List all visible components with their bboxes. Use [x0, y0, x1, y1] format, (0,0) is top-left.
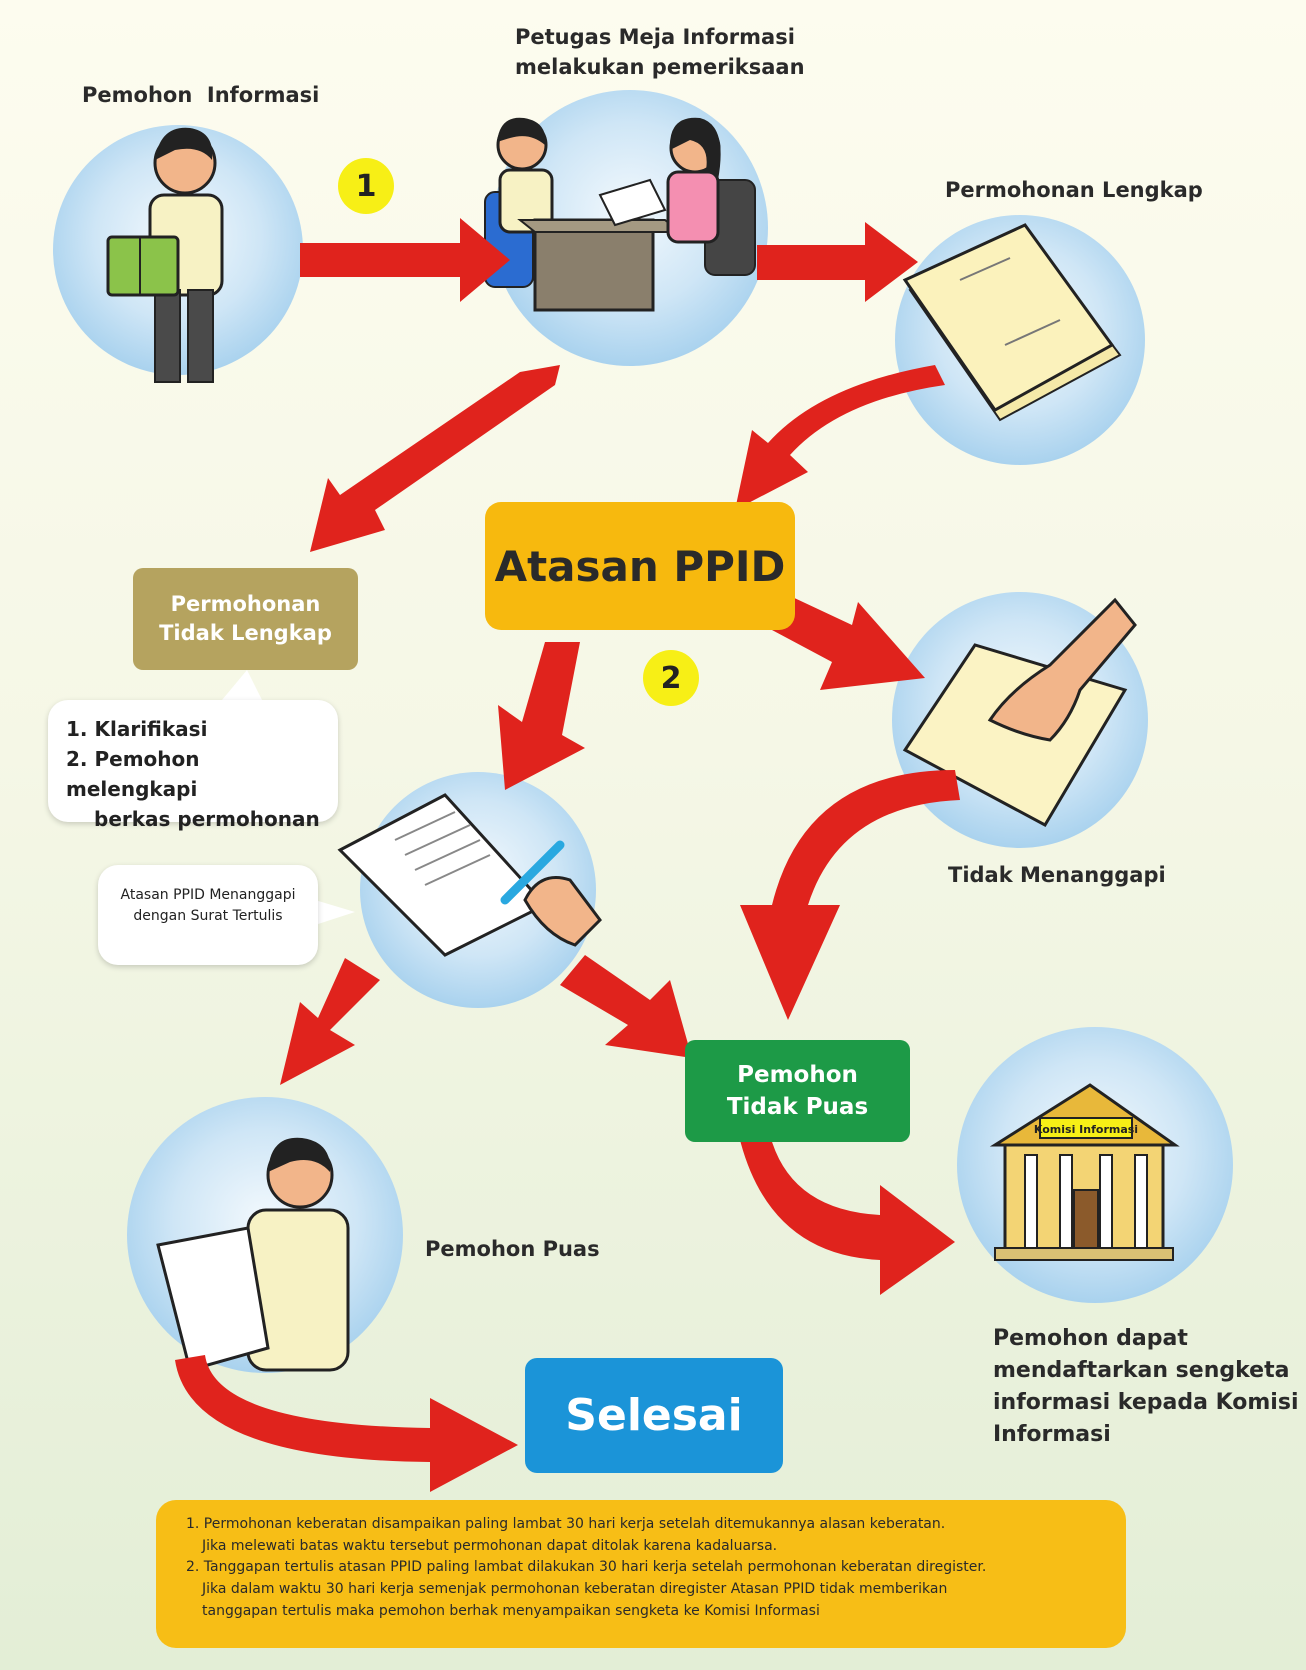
arrow-atasan-to-menulis [498, 642, 585, 790]
menulis-surat-icon [337, 793, 602, 957]
bubble-klarifikasi-line2: 2. Pemohon melengkapi [66, 747, 200, 801]
box-atasan-ppid-text: Atasan PPID [494, 541, 786, 591]
note-line-2: Jika melewati batas waktu tersebut permo… [202, 1537, 778, 1554]
label-sengketa-line2: mendaftarkan sengketa [993, 1357, 1290, 1383]
note-line-3: 2. Tanggapan tertulis atasan PPID paling… [186, 1559, 987, 1576]
bubble-klarifikasi-line1: 1. Klarifikasi [66, 717, 208, 741]
label-pemohon-informasi-text: Pemohon Informasi [82, 83, 320, 107]
box-tidak-puas: Pemohon Tidak Puas [685, 1040, 910, 1142]
arrow-tidak-menanggapi-to-tidak-puas [740, 770, 960, 1020]
bubble-klarifikasi: 1. Klarifikasi 2. Pemohon melengkapi ber… [48, 700, 338, 831]
pemohon-figure-icon [106, 127, 224, 383]
label-tidak-menanggapi: Tidak Menanggapi [948, 863, 1166, 887]
box-selesai: Selesai [525, 1358, 783, 1473]
box-tidak-lengkap-line1: Permohonan [170, 591, 321, 616]
label-pemohon-informasi: Pemohon Informasi [82, 80, 319, 110]
box-tidak-lengkap: Permohonan Tidak Lengkap [133, 568, 358, 670]
arrow-atasan-to-tidak-menanggapi [772, 595, 925, 690]
label-sengketa: Pemohon dapat mendaftarkan sengketa info… [993, 1323, 1299, 1451]
bubble-menanggapi-tail [315, 900, 355, 925]
arrow-petugas-to-tidak-lengkap [310, 365, 560, 552]
building-sign: Komisi Informasi [1034, 1123, 1138, 1136]
bubble-klarifikasi-tail [222, 670, 262, 700]
tangan-kertas-icon [902, 597, 1137, 828]
label-permohonan-lengkap: Permohonan Lengkap [945, 178, 1203, 202]
bubble-menanggapi-line2: dengan Surat Tertulis [133, 908, 283, 924]
label-sengketa-line4: Informasi [993, 1421, 1111, 1447]
step-badge-1: 1 [338, 158, 394, 214]
arrow-pemohon-to-petugas [300, 218, 510, 302]
label-petugas: Petugas Meja Informasi melakukan pemerik… [515, 22, 805, 83]
flow-arrows [175, 218, 960, 1492]
arrow-menulis-to-pemohon-puas [280, 958, 380, 1085]
arrow-tidak-puas-to-komisi [740, 1135, 955, 1295]
label-petugas-line1: Petugas Meja Informasi [515, 25, 795, 49]
arrow-lengkap-to-atasan [735, 365, 945, 510]
label-petugas-line2: melakukan pemeriksaan [515, 55, 805, 80]
bubble-menanggapi-line1: Atasan PPID Menanggapi [120, 887, 296, 903]
bubble-klarifikasi-line3: berkas permohonan [94, 807, 320, 831]
label-sengketa-line1: Pemohon dapat [993, 1326, 1188, 1351]
note-box: 1. Permohonan keberatan disampaikan pali… [156, 1500, 1126, 1648]
box-tidak-lengkap-line2: Tidak Lengkap [159, 621, 332, 645]
arrow-menulis-to-tidak-puas [560, 955, 692, 1058]
note-line-1: 1. Permohonan keberatan disampaikan pali… [186, 1516, 946, 1532]
gedung-komisi-icon: Komisi Informasi [989, 1083, 1180, 1261]
box-selesai-text: Selesai [565, 1390, 743, 1441]
petugas-meja-icon [484, 117, 756, 312]
arrow-puas-to-selesai [175, 1355, 518, 1492]
arrow-petugas-to-lengkap [757, 222, 918, 302]
dokumen-lengkap-icon [902, 223, 1122, 422]
box-tidak-puas-line1: Pemohon [737, 1061, 858, 1088]
note-line-5: tanggapan tertulis maka pemohon berhak m… [202, 1602, 820, 1619]
step-badge-2: 2 [643, 650, 699, 706]
bubble-menanggapi: Atasan PPID Menanggapi dengan Surat Tert… [98, 865, 318, 965]
label-sengketa-line3: informasi kepada Komisi [993, 1389, 1299, 1415]
label-pemohon-puas: Pemohon Puas [425, 1237, 600, 1261]
note-line-4: Jika dalam waktu 30 hari kerja semenjak … [202, 1581, 948, 1598]
box-tidak-puas-line2: Tidak Puas [726, 1094, 869, 1120]
pemohon-puas-figure-icon [156, 1137, 350, 1372]
box-atasan-ppid: Atasan PPID [485, 502, 795, 630]
